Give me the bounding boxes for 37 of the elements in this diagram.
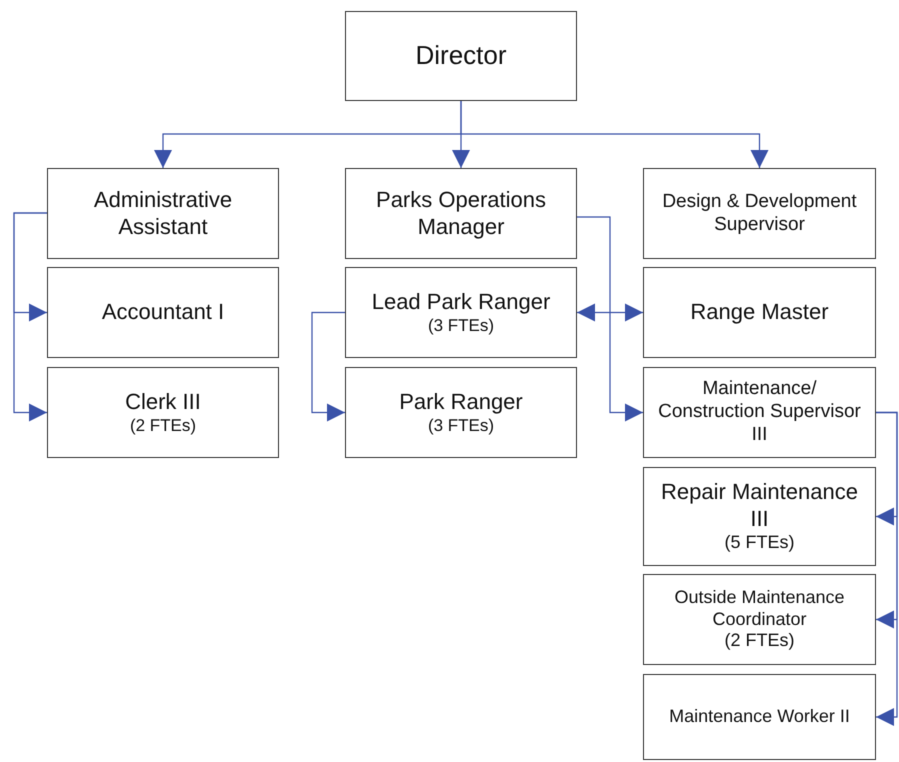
position-box xyxy=(47,168,279,259)
connector-arrow xyxy=(577,216,643,422)
job-title: Outside Maintenance Coordinator xyxy=(673,587,846,630)
position-box xyxy=(643,674,876,760)
staff-count: (2 FTEs) xyxy=(128,416,198,436)
staff-count: (3 FTEs) xyxy=(426,316,496,336)
job-title: Parks Operations Manager xyxy=(375,187,547,240)
job-title: Repair Maintenance III xyxy=(660,479,859,532)
staff-count: (5 FTEs) xyxy=(724,532,796,554)
position-box xyxy=(643,168,876,259)
job-title: Clerk III xyxy=(124,389,202,416)
connector-arrow xyxy=(13,212,47,422)
job-title: Administrative Assistant xyxy=(92,187,234,240)
position-box xyxy=(345,11,577,101)
job-title: Range Master xyxy=(689,299,830,326)
job-title: Maintenance Worker II xyxy=(668,706,851,728)
job-title: Lead Park Ranger xyxy=(370,289,552,316)
position-box xyxy=(345,168,577,259)
job-title: Design & Development Supervisor xyxy=(661,190,858,236)
connector-arrow xyxy=(876,412,898,726)
job-title: Maintenance/ Construction Supervisor III xyxy=(657,378,862,447)
job-title: Director xyxy=(414,40,508,72)
position-box xyxy=(345,367,577,458)
position-box xyxy=(47,267,279,358)
job-title: Park Ranger xyxy=(398,389,524,416)
position-box xyxy=(47,367,279,458)
connector-arrow xyxy=(460,101,768,168)
position-box xyxy=(643,467,876,566)
staff-count: (3 FTEs) xyxy=(426,416,496,436)
connector-arrow xyxy=(311,312,345,422)
position-box xyxy=(643,367,876,458)
job-title: Accountant I xyxy=(100,299,226,326)
position-box xyxy=(643,574,876,665)
position-box xyxy=(345,267,577,358)
connector-arrow xyxy=(577,304,643,322)
position-box xyxy=(643,267,876,358)
staff-count: (2 FTEs) xyxy=(724,630,796,652)
